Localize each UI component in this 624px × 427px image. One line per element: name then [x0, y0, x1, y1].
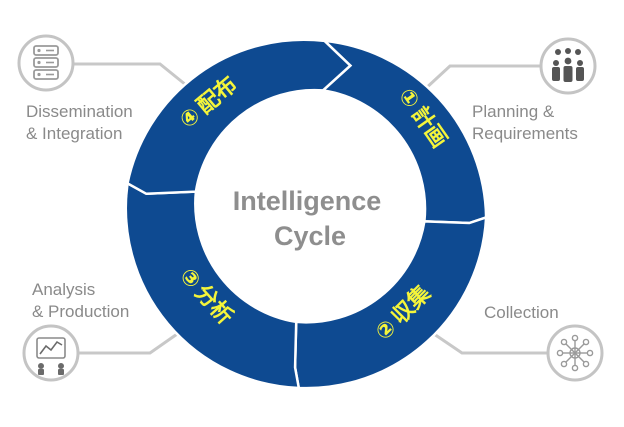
- analysis-production-label: Analysis & Production: [32, 279, 129, 323]
- planning-requirements-label: Planning & Requirements: [472, 101, 578, 145]
- dissemination-label-line1: Dissemination: [26, 102, 133, 121]
- connector-dissemination: [73, 62, 187, 87]
- collection-label: Collection: [484, 302, 559, 324]
- analytics-icon: [22, 324, 80, 382]
- analysis-label-line1: Analysis: [32, 280, 96, 299]
- team-icon: [539, 37, 597, 95]
- analysis-label-line2: & Production: [32, 302, 130, 321]
- ring-segment-analysis: [124, 181, 301, 390]
- planning-label-line1: Planning &: [472, 102, 555, 121]
- dissemination-integration-label: Dissemination & Integration: [26, 101, 133, 145]
- server-icon: [17, 34, 75, 92]
- connector-planning: [422, 64, 541, 92]
- network-icon: [546, 324, 604, 382]
- ring-segment-dissemination: [126, 38, 353, 196]
- center-title-line1: Intelligence: [233, 186, 382, 216]
- dissemination-label-line2: & Integration: [26, 124, 123, 143]
- cycle-ring: [124, 38, 488, 390]
- collection-label-line1: Collection: [484, 303, 559, 322]
- connector-lines: [73, 62, 548, 355]
- connector-analysis: [78, 330, 181, 355]
- center-title-line2: Cycle: [274, 221, 346, 251]
- connector-collection: [433, 332, 548, 355]
- planning-label-line2: Requirements: [472, 124, 578, 143]
